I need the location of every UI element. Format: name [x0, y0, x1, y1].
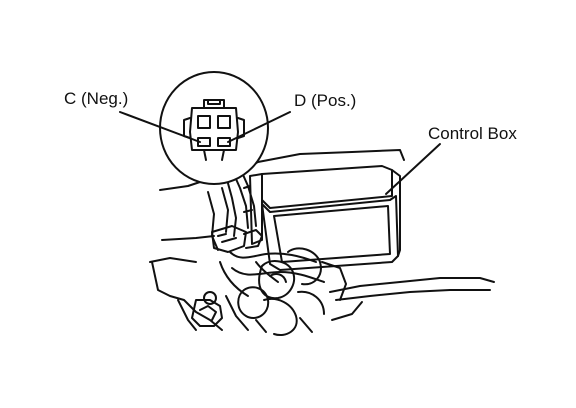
detail-magnifier: [159, 71, 269, 185]
leader-line-control-box: [385, 143, 441, 195]
engine-bay-background: [149, 149, 495, 331]
wiring-harness: [211, 167, 325, 336]
label-positive-terminal: D (Pos.): [294, 91, 357, 110]
label-control-box: Control Box: [428, 124, 517, 143]
leader-line-negative: [119, 111, 201, 143]
leader-line-positive: [227, 111, 291, 143]
label-negative-terminal: C (Neg.): [64, 89, 129, 108]
control-box: [243, 165, 401, 271]
